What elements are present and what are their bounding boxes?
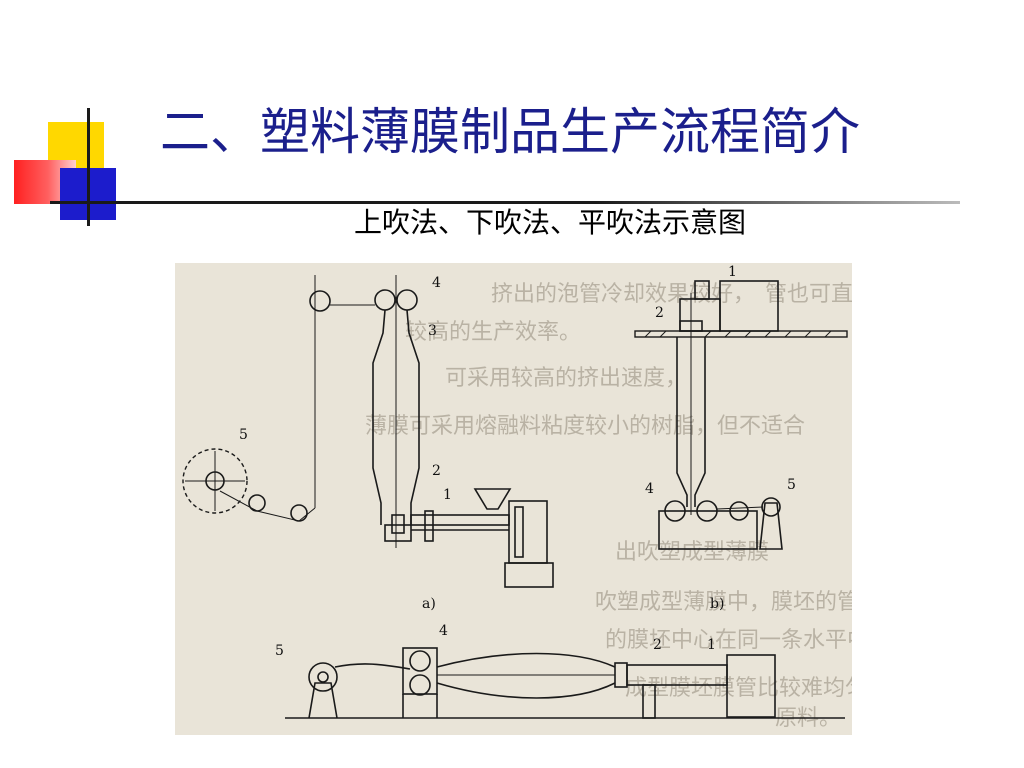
slide-title: 二、塑料薄膜制品生产流程简介 <box>160 103 860 161</box>
bleed-text-line: 较高的生产效率。 <box>405 320 581 345</box>
bleed-text-line: 成型膜坯膜管比较难均匀分布，平吹法 <box>625 676 852 701</box>
panel-c-label: 4 <box>439 623 448 639</box>
title-underline <box>50 201 960 204</box>
bleed-text-line: 吹塑成型薄膜中，膜坯的管是从机头的水平方向 <box>595 590 852 615</box>
bleed-text-line: 挤出的泡管冷却效果较好， <box>491 282 755 307</box>
bleed-text-line: 可采用较高的挤出速度， <box>445 366 687 391</box>
panel-b-downward-blowing: 1 2 4 5 b) <box>634 264 848 612</box>
panel-b-label: 4 <box>645 481 654 497</box>
panel-b-label: 5 <box>787 477 796 493</box>
process-diagram: 挤出的泡管冷却效果较好， 管也可直 较高的生产效率。 可采用较高的挤出速度， 薄… <box>182 264 852 731</box>
slide-subtitle: 上吹法、下吹法、平吹法示意图 <box>353 206 746 239</box>
bleed-text-line: 薄膜可采用熔融料粘度较小的树脂，但不适合 <box>365 414 805 439</box>
bleed-text-line: 的膜坯中心在同一条水平中心线上，这种水平挤出 <box>605 628 852 653</box>
panel-b-label: 1 <box>728 264 737 280</box>
process-diagram-figure: 挤出的泡管冷却效果较好， 管也可直 较高的生产效率。 可采用较高的挤出速度， 薄… <box>175 263 852 735</box>
panel-a-label: 4 <box>432 275 441 291</box>
panel-b-caption: b) <box>710 596 724 612</box>
panel-c-label: 1 <box>707 637 716 653</box>
panel-a-label: 3 <box>428 323 437 339</box>
panel-b-label: 2 <box>655 305 664 321</box>
panel-c-label: 2 <box>653 637 662 653</box>
panel-a-caption: a) <box>422 596 436 612</box>
bleed-text-line: 管也可直 <box>765 282 852 307</box>
panel-c-label: 5 <box>275 643 284 659</box>
panel-a-label: 2 <box>432 463 441 479</box>
panel-a-label: 5 <box>239 427 248 443</box>
panel-a-label: 1 <box>443 487 452 503</box>
bleed-text-line: 出吹塑成型薄膜 <box>615 540 769 565</box>
panel-c-horizontal-blowing: 5 4 2 1 <box>275 623 845 719</box>
logo-vertical-line <box>87 108 90 226</box>
bleed-through-text: 挤出的泡管冷却效果较好， 管也可直 较高的生产效率。 可采用较高的挤出速度， 薄… <box>365 282 852 731</box>
panel-a-upward-blowing: 4 3 2 1 5 a) <box>182 275 554 612</box>
